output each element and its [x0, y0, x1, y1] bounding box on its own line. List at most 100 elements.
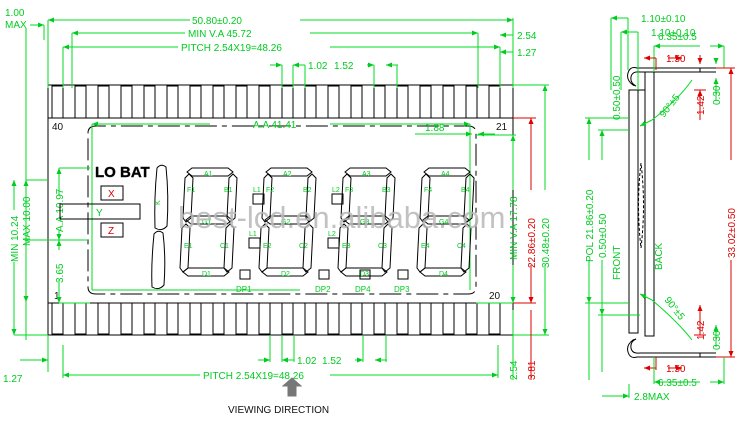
- z-label: Z: [108, 226, 114, 237]
- lo-bat-indicator: LO BAT: [95, 164, 150, 181]
- viewing-direction-group: VIEWING DIRECTION: [228, 377, 329, 416]
- dim-max-10: MAX 10.00: [22, 196, 33, 246]
- side-view-bottom-dimensions: [602, 357, 725, 399]
- digit-2: A2 B2 C2 D2 E2 F2 G2 DP2: [258, 167, 331, 294]
- dim-bottom-127: 1.27: [3, 374, 23, 385]
- dim-030-bottom: 0.30: [712, 330, 723, 350]
- dim-min-1024: MIN 10.24: [10, 215, 21, 262]
- dim-pin-offset-bottom: 1.50: [666, 364, 686, 375]
- dim-030-top: 0.30: [712, 85, 723, 105]
- dim-tol-bottom: 0.50±0.50: [612, 75, 623, 120]
- dim-pin-offset-top: 1.50: [666, 54, 686, 65]
- dim-thickness-max: 1.00: [5, 8, 25, 19]
- colon-label-L2-top: L2: [332, 187, 340, 194]
- dim-pin-length-bottom: 6.35±0.5: [658, 378, 697, 389]
- dim-bottom-254-right: 2.54: [509, 360, 520, 380]
- decimal-point-label-DP1: DP1: [236, 285, 252, 294]
- side-view-right-dimensions: [694, 55, 735, 358]
- dim-bottom-381-right: 3.81: [527, 360, 538, 380]
- segment-label-B4: B4: [461, 187, 470, 194]
- dim-pitch-top: PITCH 2.54X19=48.26: [181, 43, 282, 54]
- dim-pol: POL 21.86±0.20: [585, 189, 596, 262]
- segment-label-F4: F4: [424, 187, 432, 194]
- y-label: Y: [96, 208, 103, 219]
- segment-label-D3: D3: [360, 271, 369, 278]
- pin-number-20: 20: [489, 291, 501, 302]
- segment-label-A2: A2: [283, 171, 292, 178]
- front-view-body: [47, 84, 514, 336]
- bottom-dimension-lines: [62, 335, 499, 378]
- segment-label-D1: D1: [202, 271, 211, 278]
- dim-pin-length-top: 6.35±0.5: [658, 32, 697, 43]
- side-view-left-dimensions: [585, 117, 640, 380]
- inner-dimension-lines: [91, 121, 495, 291]
- dim-edge-365: 3.65: [55, 263, 66, 283]
- pin-number-40: 40: [52, 122, 64, 133]
- segment-label-B1: B1: [224, 187, 233, 194]
- dim-depth-max: 2.8MAX: [634, 392, 670, 403]
- dim-pitch-bottom: PITCH 2.54X19=48.26: [203, 371, 304, 382]
- watermark: best-lcd.en.alibaba.com: [178, 200, 505, 235]
- right-dimension-lines: [476, 84, 549, 380]
- dim-right-margin-188: 1.88: [425, 123, 445, 134]
- side-view-body: [627, 67, 716, 358]
- dim-tol-top: 0.50±0.50: [598, 213, 609, 258]
- dim-overall-side: 33.02±0.50: [727, 208, 738, 258]
- segment-label-F2: F2: [266, 187, 274, 194]
- dim-aa-width: A.A 41.41: [253, 120, 297, 131]
- angle-bottom-label: 90°±5: [662, 295, 687, 323]
- back-label: BACK: [654, 242, 665, 270]
- top-pin-row: [48, 85, 513, 119]
- segment-label-A3: A3: [362, 171, 371, 178]
- segment-label-B2: B2: [303, 187, 312, 194]
- pin-number-1: 1: [54, 291, 60, 302]
- dim-bezel-1: 1.10±0.10: [641, 14, 686, 25]
- segment-label-D2: D2: [281, 271, 290, 278]
- dim-overall-height: 30.48±0.20: [541, 218, 552, 268]
- segment-label-G1: G1: [202, 219, 211, 226]
- segment-label-F1: F1: [187, 187, 195, 194]
- segment-label-A4: A4: [441, 171, 450, 178]
- segment-label-E2: E2: [263, 243, 272, 250]
- digit-1: A1 B1 C1 D1 E1 F1 G1 DP1: [179, 167, 252, 294]
- segment-label-C4: C4: [457, 243, 466, 250]
- front-label: FRONT: [612, 246, 623, 280]
- dim-pin-width-top: 1.02: [308, 61, 328, 72]
- bottom-pin-row: [48, 302, 513, 335]
- segment-label-B3: B3: [382, 187, 391, 194]
- side-view-top-dimensions: [610, 15, 725, 90]
- segment-label-D4: D4: [439, 271, 448, 278]
- angle-dimensions: [639, 79, 693, 341]
- segment-label-A1: A1: [204, 171, 213, 178]
- segment-label-E3: E3: [342, 243, 351, 250]
- dim-corner-254-top: 2.54: [517, 31, 537, 42]
- dim-min-va-width: MIN V.A 45.72: [188, 29, 252, 40]
- x-label: X: [108, 189, 115, 200]
- dim-142-bottom: 1.42: [696, 320, 707, 340]
- segment-label-K: K: [155, 200, 162, 205]
- segment-label-E1: E1: [184, 243, 193, 250]
- decimal-point-label-DP2: DP2: [315, 285, 331, 294]
- dim-pin-gap-top: 1.52: [334, 61, 354, 72]
- segment-label-C3: C3: [378, 243, 387, 250]
- segment-label-E4: E4: [421, 243, 430, 250]
- segment-label-F3: F3: [345, 187, 353, 194]
- decimal-point-label-DP4: DP4: [355, 285, 371, 294]
- digit-4: A4 B4 C4 D4 E4 F4 G4 DP4: [355, 167, 475, 294]
- digit-3: A3 B3 C3 D3 E3 F3 G3 DP3: [337, 167, 410, 294]
- segment-label-G3: G3: [360, 219, 369, 226]
- dim-pin-width-bottom: 1.02: [297, 356, 317, 367]
- decimal-point-label-DP3: DP3: [394, 285, 410, 294]
- dim-pin-gap-bottom: 1.52: [322, 356, 342, 367]
- segment-label-C1: C1: [220, 243, 229, 250]
- pin-number-21: 21: [496, 122, 508, 133]
- colon-label-L1-bottom: L1: [249, 231, 257, 238]
- dim-thickness-max-label: MAX: [5, 20, 27, 31]
- colon-label-L2-bottom: L2: [328, 231, 336, 238]
- lcd-display-content: LO BAT X Y Z K A1 B1 C1 D: [59, 164, 475, 294]
- left-dimension-lines: [11, 167, 90, 372]
- dim-corner-127-top: 1.27: [517, 48, 537, 59]
- segment-label-G2: G2: [281, 219, 290, 226]
